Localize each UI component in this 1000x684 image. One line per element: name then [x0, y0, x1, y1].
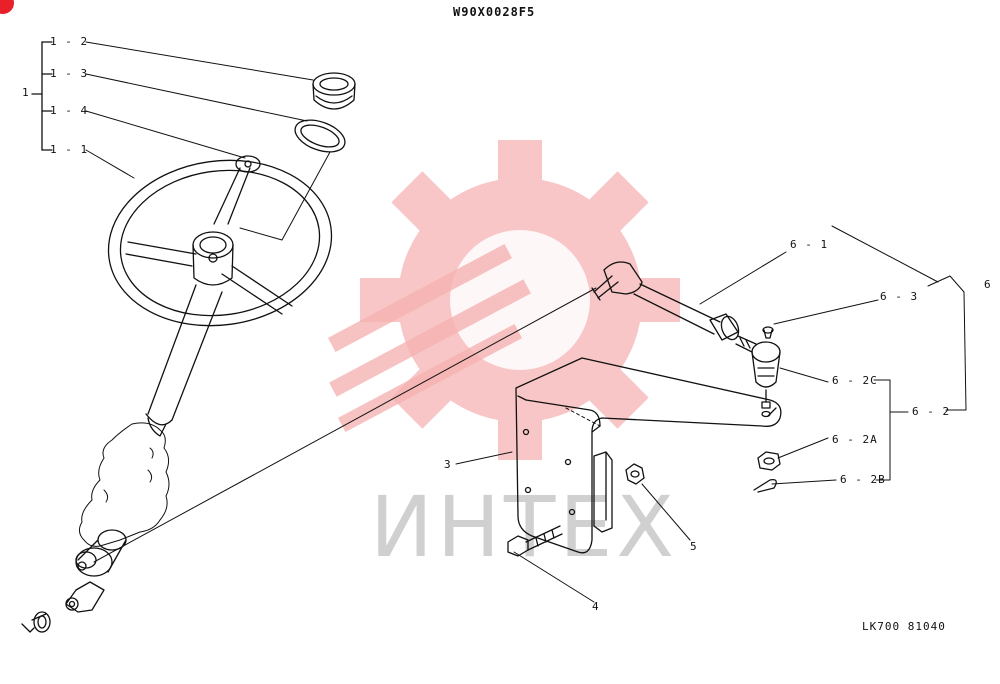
callout-6-2B: 6 - 2B — [840, 473, 886, 486]
leader-lines-group-6 — [455, 225, 967, 603]
callout-5: 5 — [690, 540, 698, 553]
reference-code: LK700 81040 — [862, 620, 946, 633]
callout-1-4: 1 - 4 — [50, 104, 89, 117]
callout-6-2C: 6 - 2C — [832, 374, 878, 387]
gear-shaft-end — [21, 529, 127, 633]
callout-1-3: 1 - 3 — [50, 67, 89, 80]
callout-4: 4 — [592, 600, 600, 613]
mounting-bracket — [515, 357, 782, 554]
callout-6-2A: 6 - 2A — [832, 433, 878, 446]
tie-rod — [591, 261, 757, 353]
snap-ring — [294, 119, 346, 153]
callout-1-1: 1 - 1 — [50, 143, 89, 156]
callout-6-2: 6 - 2 — [912, 405, 951, 418]
gearbox-housing — [78, 422, 170, 547]
cotter-pin — [753, 479, 777, 493]
steering-wheel — [107, 155, 333, 327]
callout-1-2: 1 - 2 — [50, 35, 89, 48]
group-1-bracket — [31, 41, 53, 151]
steering-column — [145, 284, 223, 437]
callout-6: 6 — [984, 278, 992, 291]
hex-bolt — [507, 525, 563, 557]
leader-6-1-pitman — [93, 287, 597, 563]
callout-1: 1 — [22, 86, 30, 99]
castle-nut — [757, 451, 781, 471]
horn-cap — [312, 72, 356, 110]
watermark-text: ИНТЕХ — [370, 478, 678, 576]
callout-6-1: 6 - 1 — [790, 238, 829, 251]
hex-nut — [625, 463, 645, 485]
ball-joint — [751, 326, 781, 409]
callout-6-3: 6 - 3 — [880, 290, 919, 303]
document-code: W90X0028F5 — [453, 5, 536, 19]
corner-marker — [0, 0, 14, 14]
callout-3: 3 — [444, 458, 452, 471]
leader-lines-group-1 — [85, 41, 331, 241]
